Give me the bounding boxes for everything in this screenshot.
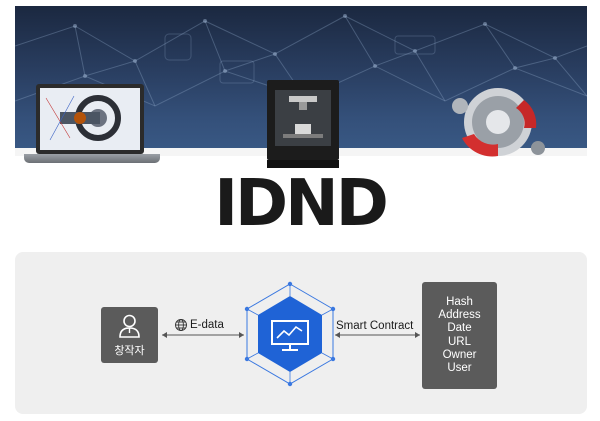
creator-label: 창작자	[114, 345, 145, 357]
contract-arrowhead-left	[335, 332, 340, 338]
contract-arrowhead-right	[415, 332, 420, 338]
person-icon	[119, 314, 140, 338]
record-field-user: User	[447, 361, 472, 374]
record-field-date: Date	[447, 322, 472, 335]
mechanical-part-image	[440, 78, 550, 166]
edata-label: E-data	[190, 319, 224, 331]
brand-logo: IDND	[214, 167, 389, 241]
cad-gear-drawing	[45, 95, 121, 141]
edata-arrowhead-left	[162, 332, 167, 338]
laptop-cad-image	[24, 84, 160, 170]
monitor-chart-icon	[271, 320, 309, 351]
edata-arrowhead-right	[239, 332, 244, 338]
record-field-owner: Owner	[442, 348, 477, 361]
smart-contract-label: Smart Contract	[336, 320, 414, 332]
creator-node: 창작자	[101, 307, 158, 363]
globe-icon	[175, 319, 187, 331]
record-fields-node: Hash Address Date URL Owner User	[422, 282, 497, 389]
record-field-hash: Hash	[446, 295, 473, 308]
3d-printer-image	[267, 80, 339, 168]
record-field-address: Address	[438, 309, 481, 322]
record-field-url: URL	[447, 335, 471, 348]
